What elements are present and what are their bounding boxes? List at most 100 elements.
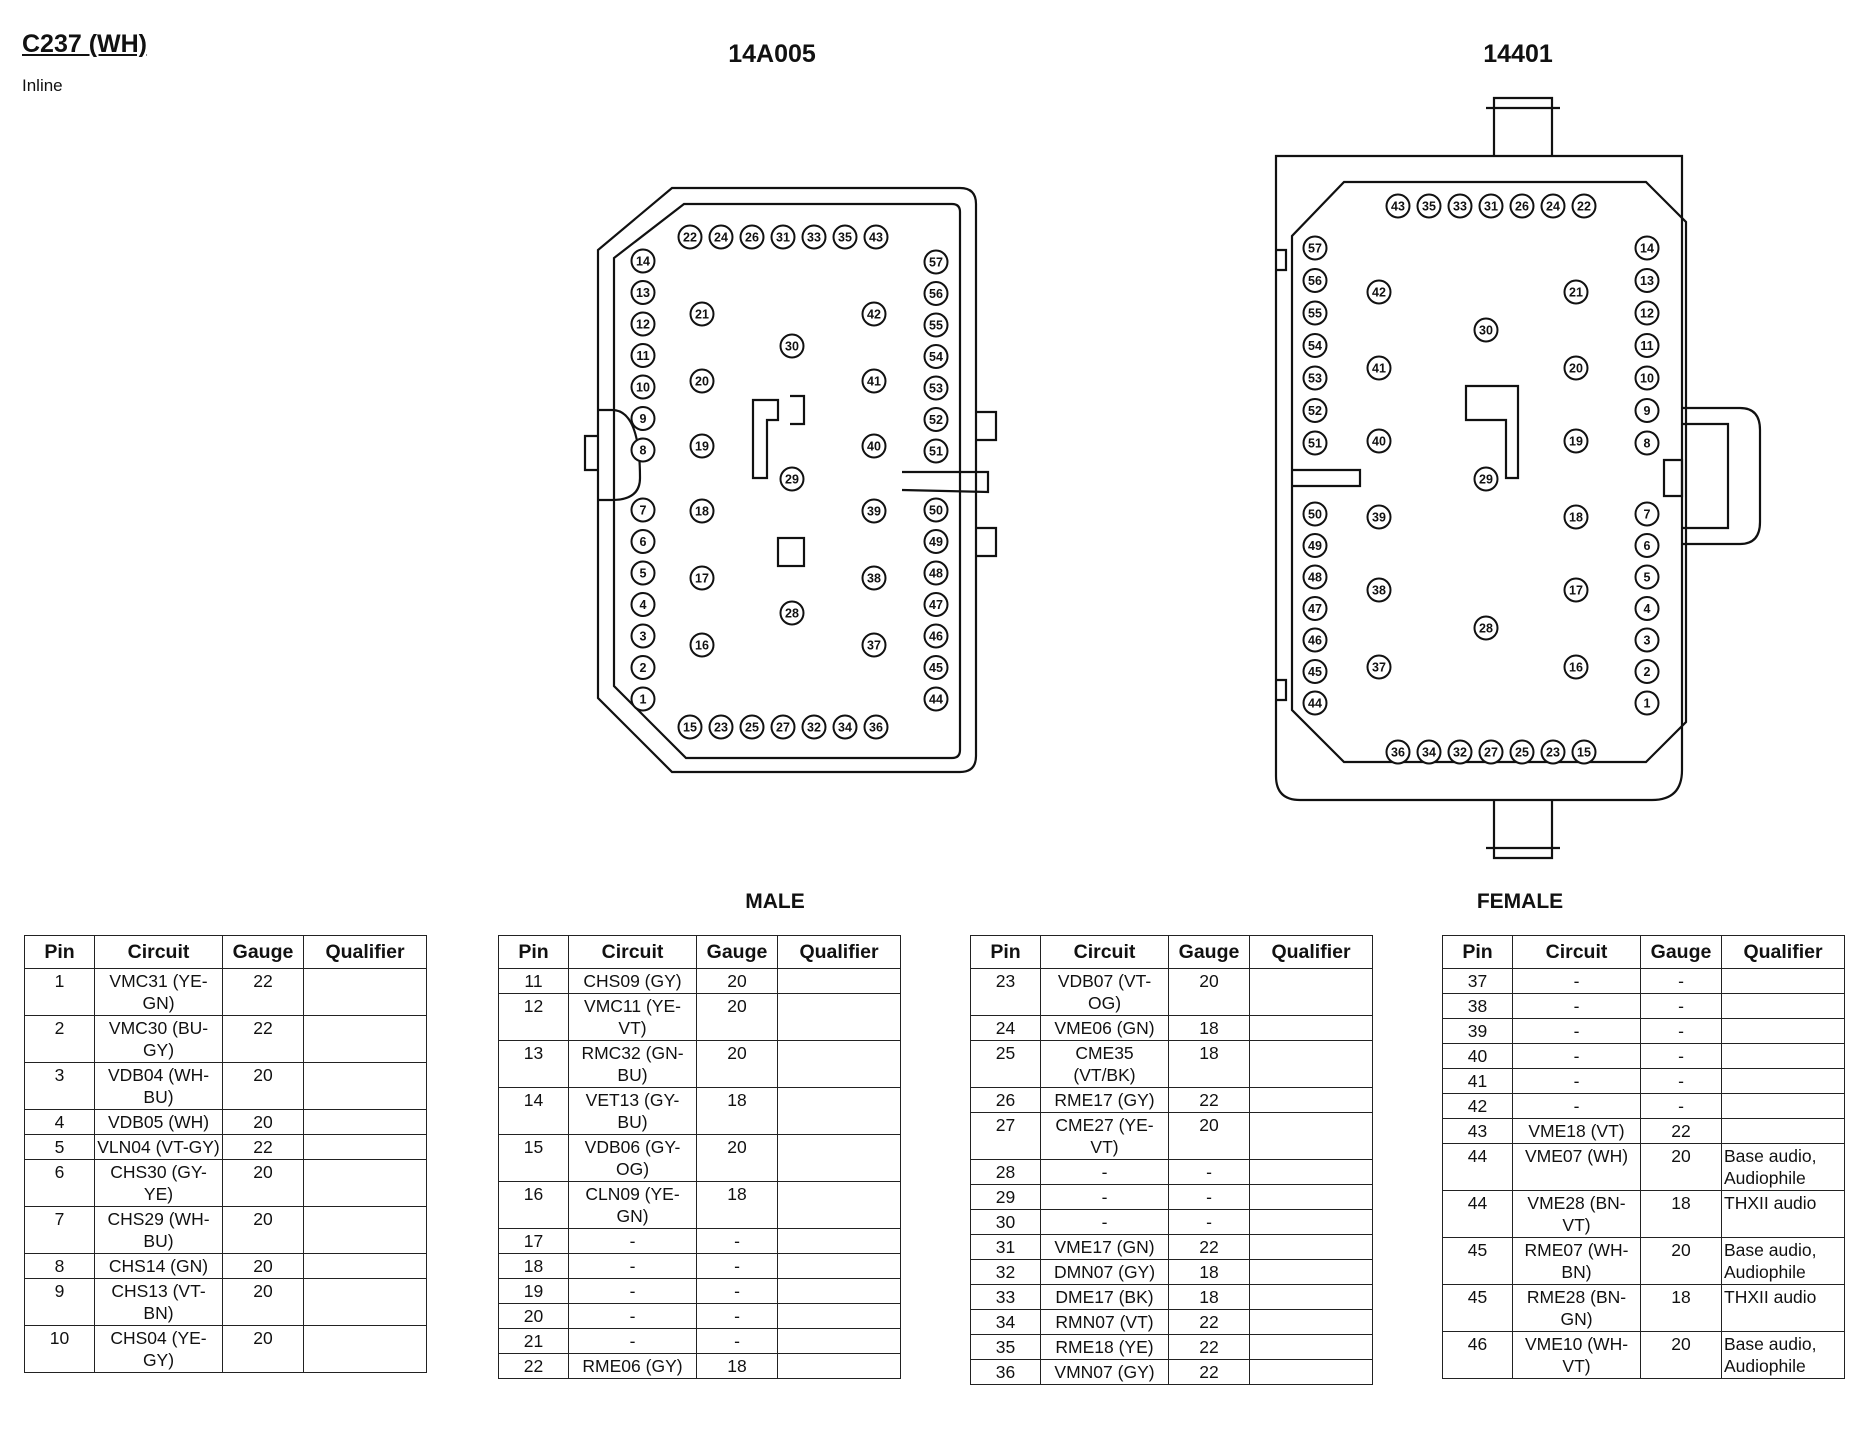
pin-cell: 41: [1442, 1068, 1513, 1094]
pin-circle: [1302, 365, 1328, 391]
pin-number: 25: [745, 721, 759, 735]
pin-circle: [801, 714, 827, 740]
male-pin: 9: [630, 406, 656, 431]
pin-number: 26: [745, 231, 759, 245]
gauge-cell: 18: [1168, 1040, 1250, 1088]
gauge-cell: -: [696, 1228, 778, 1254]
pin-number: 32: [1453, 746, 1467, 760]
qualifier-cell: [1249, 1234, 1373, 1260]
male-pin: 21: [689, 301, 715, 327]
pin-circle: [923, 623, 949, 649]
qualifier-cell: [1249, 1087, 1373, 1113]
pin-cell: 37: [1442, 968, 1513, 994]
circuit-cell: RME06 (GY): [568, 1353, 697, 1379]
male-pin: 46: [923, 623, 949, 649]
female-pin: 41: [1366, 355, 1392, 381]
pin-circle: [1416, 739, 1442, 765]
gauge-cell: 20: [222, 1109, 304, 1135]
circuit-cell: RME07 (WH-BN): [1512, 1237, 1641, 1285]
pin-cell: 38: [1442, 993, 1513, 1019]
gauge-cell: 20: [1168, 1112, 1250, 1160]
qualifier-cell: [777, 1253, 901, 1279]
pin-cell: 15: [498, 1134, 569, 1182]
pin-circle: [1634, 501, 1660, 527]
female-pin: 17: [1563, 577, 1589, 603]
pin-number: 14: [636, 255, 650, 269]
female-pin: 11: [1634, 333, 1660, 358]
pin-circle: [1563, 504, 1589, 530]
pin-number: 37: [867, 639, 881, 653]
pin-circle: [923, 375, 949, 401]
circuit-cell: RME18 (YE): [1040, 1334, 1169, 1360]
pin-cell: 32: [970, 1259, 1041, 1285]
table-row: 17--: [498, 1228, 901, 1254]
pin-number: 34: [1422, 746, 1436, 760]
female-pin: 6: [1634, 533, 1660, 558]
table-row: 38--: [1442, 993, 1845, 1019]
male-pin: 2: [630, 655, 656, 680]
female-pin: 21: [1563, 279, 1589, 305]
pin-number: 44: [929, 693, 943, 707]
gauge-cell: 22: [1168, 1087, 1250, 1113]
female-pin: 26: [1509, 193, 1535, 219]
male-pin: 8: [630, 437, 656, 463]
pin-number: 36: [869, 721, 883, 735]
qualifier-cell: THXII audio: [1721, 1284, 1845, 1332]
female-pin: 42: [1366, 279, 1392, 305]
qualifier-cell: [777, 993, 901, 1041]
pin-circle: [630, 406, 656, 431]
pin-cell: 18: [498, 1253, 569, 1279]
pin-number: 53: [1308, 372, 1322, 386]
male-pin: 35: [832, 224, 858, 250]
gauge-cell: 20: [222, 1206, 304, 1254]
qualifier-cell: [1721, 1118, 1845, 1144]
female-pin: 36: [1385, 739, 1411, 765]
circuit-cell: -: [568, 1328, 697, 1354]
qualifier-cell: [1249, 1159, 1373, 1185]
qualifier-cell: [303, 968, 427, 1016]
circuit-cell: -: [568, 1303, 697, 1329]
pin-number: 8: [640, 444, 647, 458]
pin-cell: 6: [24, 1159, 95, 1207]
pin-number: 10: [1640, 372, 1654, 386]
gauge-cell: 22: [1168, 1334, 1250, 1360]
male-pin: 43: [863, 224, 889, 250]
pin-cell: 24: [970, 1015, 1041, 1041]
pin-number: 19: [695, 440, 709, 454]
pin-number: 49: [929, 535, 943, 549]
pin-cell: 22: [498, 1353, 569, 1379]
pin-number: 35: [838, 231, 852, 245]
circuit-cell: VME28 (BN-VT): [1512, 1190, 1641, 1238]
gauge-cell: 20: [222, 1325, 304, 1373]
gauge-cell: 18: [1168, 1015, 1250, 1041]
female-pin: 44: [1302, 690, 1328, 716]
pin-number: 13: [1640, 274, 1654, 288]
pin-number: 41: [867, 375, 881, 389]
female-pin: 38: [1366, 577, 1392, 603]
pin-circle: [1302, 333, 1328, 358]
pin-circle: [923, 529, 949, 554]
male-pin: 34: [832, 714, 858, 740]
pin-number: 3: [1644, 634, 1651, 648]
pin-number: 53: [929, 382, 943, 396]
col-header-gauge: Gauge: [222, 935, 304, 969]
pin-circle: [689, 565, 715, 591]
pin-number: 45: [929, 661, 943, 675]
circuit-cell: RME17 (GY): [1040, 1087, 1169, 1113]
circuit-cell: VDB04 (WH-BU): [94, 1062, 223, 1110]
pin-circle: [1563, 355, 1589, 381]
pin-table-4: Pin Circuit Gauge Qualifier 37--38--39--…: [1442, 935, 1845, 1379]
pin-number: 16: [1569, 661, 1583, 675]
pin-circle: [630, 592, 656, 617]
circuit-cell: VDB06 (GY-OG): [568, 1134, 697, 1182]
male-pin: 11: [630, 343, 656, 368]
circuit-cell: VMC30 (BU-GY): [94, 1015, 223, 1063]
male-pin: 41: [861, 368, 887, 394]
female-pin: 45: [1302, 659, 1328, 684]
qualifier-cell: THXII audio: [1721, 1190, 1845, 1238]
pin-circle: [1302, 564, 1328, 590]
